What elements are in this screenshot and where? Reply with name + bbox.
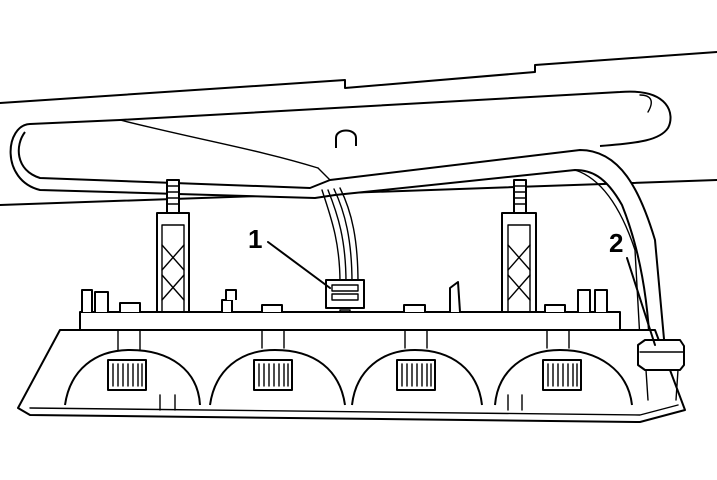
circuit-board-plate	[79, 281, 621, 331]
leader-lines	[267, 241, 656, 346]
wire-harness-loop	[9, 90, 672, 351]
leader-line-2	[626, 257, 656, 346]
led-block-3	[396, 359, 436, 391]
led-block-4	[542, 359, 582, 391]
led-blocks	[107, 359, 582, 391]
leader-line-1	[267, 241, 331, 289]
left-mounting-stud	[156, 179, 190, 319]
connector-wires	[321, 187, 359, 284]
led-block-1	[107, 359, 147, 391]
connector-1	[325, 279, 365, 323]
callout-2: 2	[609, 228, 623, 258]
led-block-2	[253, 359, 293, 391]
callout-1: 1	[248, 224, 262, 254]
cable-grommet-2	[637, 339, 685, 401]
support-posts	[117, 329, 570, 411]
right-mounting-stud	[501, 179, 537, 319]
